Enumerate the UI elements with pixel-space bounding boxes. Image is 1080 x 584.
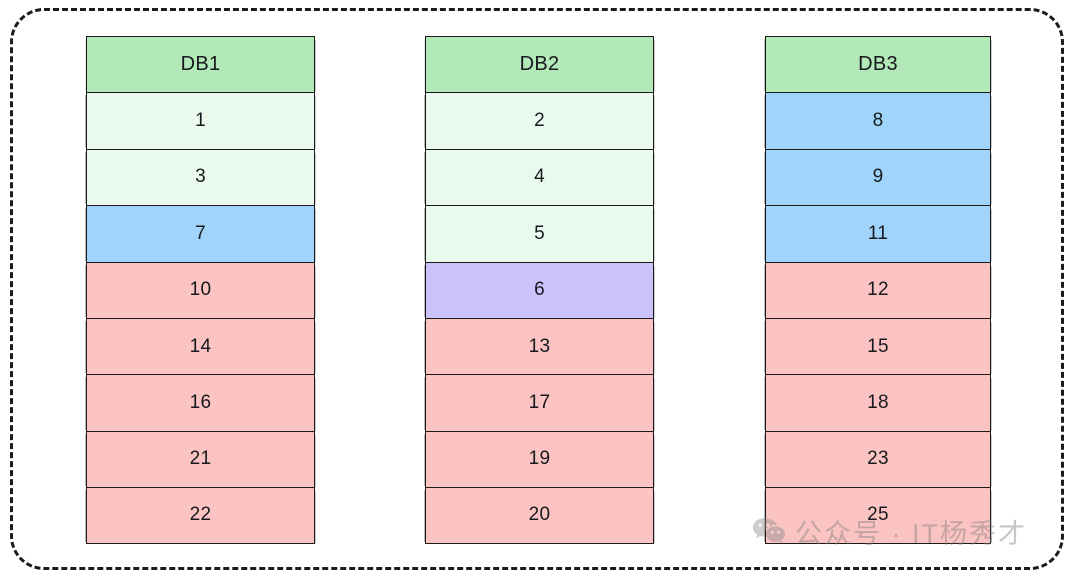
db-row-cell: 11 (763, 205, 992, 262)
db-row-cell: 6 (423, 261, 655, 319)
db-row-cell: 23 (763, 430, 992, 488)
db-row-cell: 2 (423, 92, 655, 150)
db-row-cell: 12 (763, 261, 992, 319)
db-column-header: DB1 (84, 36, 316, 93)
db-row-cell: 17 (423, 374, 655, 432)
db-row-cell: 19 (423, 430, 655, 488)
db-row-cell: 8 (763, 92, 992, 150)
db-row-cell: 20 (423, 487, 655, 544)
db-row-cell: 15 (763, 317, 992, 375)
db-row-cell: 1 (84, 92, 316, 150)
db-row-cell: 10 (84, 261, 316, 319)
db-row-cell: 5 (423, 205, 655, 262)
db-row-cell: 16 (84, 374, 316, 432)
db-row-cell: 13 (423, 317, 655, 375)
db-column-header: DB3 (763, 36, 992, 93)
db-row-cell: 7 (84, 205, 316, 262)
db-row-cell: 18 (763, 374, 992, 432)
db-row-cell: 3 (84, 148, 316, 206)
db-row-cell: 4 (423, 148, 655, 206)
db-row-cell: 25 (763, 487, 992, 544)
db-row-cell: 22 (84, 487, 316, 544)
db-row-cell: 21 (84, 430, 316, 488)
db-column-header: DB2 (423, 36, 655, 93)
db-row-cell: 9 (763, 148, 992, 206)
db-row-cell: 14 (84, 317, 316, 375)
